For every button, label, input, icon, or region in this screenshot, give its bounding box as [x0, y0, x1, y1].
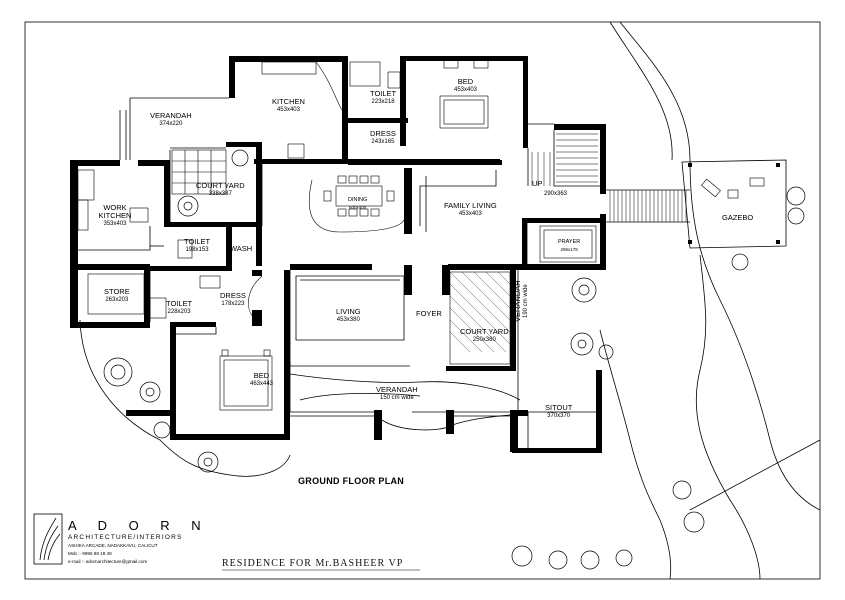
court-yard-hatch	[449, 271, 511, 365]
sheet-border	[24, 21, 821, 580]
gazebo-outline	[681, 159, 787, 249]
dining-furniture	[308, 175, 405, 233]
stair-up-label: UP	[532, 179, 543, 188]
terrain-lines	[79, 21, 821, 580]
room-label-gazebo: GAZEBO	[722, 213, 754, 222]
kitchen-fixtures	[77, 61, 401, 321]
firm-tagline: ARCHITECTURE/INTERIORS	[68, 534, 183, 541]
firm-name: A D O R N	[68, 518, 210, 533]
staircase	[531, 133, 598, 186]
drawing-title: GROUND FLOOR PLAN	[298, 476, 405, 486]
gazebo-columns	[688, 163, 780, 244]
gazebo-bridge	[606, 189, 690, 223]
firm-mobile: Mob :- 9995 98 18 48	[68, 551, 112, 556]
thin-lines	[78, 97, 600, 448]
gazebo-seating	[701, 177, 765, 199]
court-yard-grid	[171, 149, 227, 195]
firm-address: ASHIKA ARCADE, NADAKKAVU, CALICUT	[68, 543, 158, 548]
bed-furniture	[219, 59, 597, 411]
firm-email: e-mail :- adornarchitecture@gmail.com	[68, 559, 148, 564]
client-title: RESIDENCE FOR Mr.BASHEER VP	[222, 558, 404, 569]
adorn-logo-mark	[33, 513, 63, 565]
walls	[70, 56, 606, 453]
room-label-foyer: FOYER	[416, 309, 442, 318]
plant-symbols	[103, 149, 806, 570]
room-label-wash: WASH	[230, 244, 253, 253]
stair-dims-label: 290x363	[544, 191, 568, 197]
